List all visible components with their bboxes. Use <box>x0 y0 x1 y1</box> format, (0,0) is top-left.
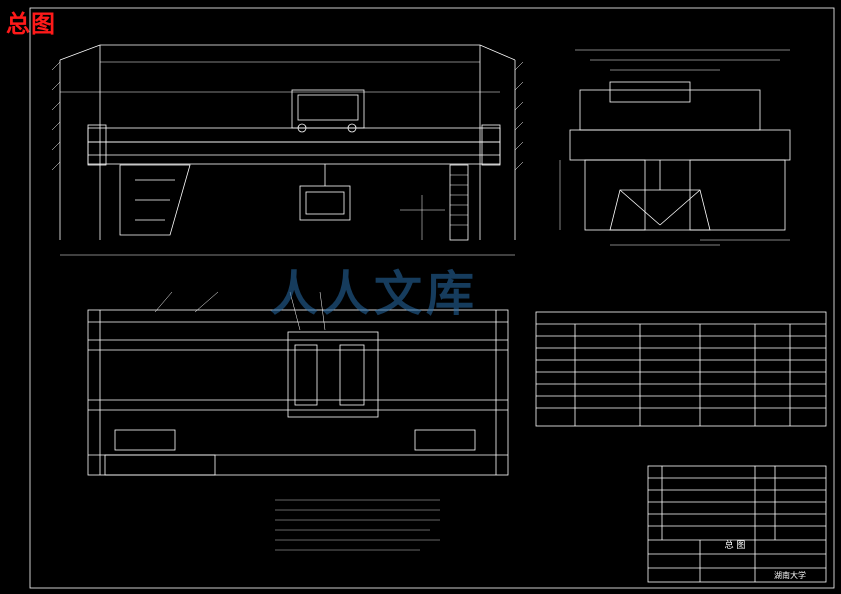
front-elevation <box>51 44 524 256</box>
watermark: 人人文库 <box>270 266 479 322</box>
sheet-title: 总图 <box>6 10 56 38</box>
title-block <box>647 465 827 583</box>
title-block-school: 湖南大学 <box>774 570 806 580</box>
side-elevation <box>559 49 791 246</box>
technical-notes <box>275 499 440 551</box>
plan-view <box>87 291 509 476</box>
title-block-drawing-name: 总 图 <box>725 539 746 551</box>
sheet-border <box>29 7 835 589</box>
parameter-table <box>535 311 827 427</box>
